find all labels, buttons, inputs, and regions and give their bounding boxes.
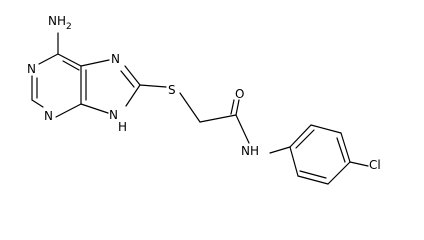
- bond-c6-c5-double: [62, 60, 80, 71]
- bond-ar5-ar6: [297, 175, 329, 185]
- bond-ar3-ar4: [340, 132, 351, 163]
- bond-c6-n1: [38, 53, 59, 65]
- bond-n7-c8-double: [120, 70, 135, 88]
- bond-ar3-ar4-double: [336, 137, 346, 163]
- bond-ar2-ar3: [310, 124, 342, 134]
- bond-s-ch2: [179, 92, 201, 123]
- atom-labels: NH2 N N N N H S O NH Cl: [27, 14, 381, 172]
- bond-n9-c4: [80, 103, 109, 114]
- atom-label-n1: N: [27, 62, 36, 76]
- atom-label-nh2-main: NH: [48, 14, 66, 28]
- bond-lines: [31, 32, 369, 185]
- bond-c8-n9: [125, 84, 141, 107]
- bond-nh-aryl: [269, 146, 291, 154]
- bond-ar5-ar6-double: [299, 170, 327, 179]
- atom-label-nh: NH: [241, 144, 259, 158]
- bond-c2-n3: [31, 99, 44, 108]
- atom-label-cl: Cl: [369, 158, 381, 172]
- bond-carbonyl-nh: [235, 114, 250, 144]
- bond-ch2-carbonyl: [199, 114, 237, 123]
- atom-label-nh2: NH2: [48, 14, 72, 32]
- atom-label-n7: N: [111, 52, 120, 66]
- atom-label-o: O: [235, 87, 244, 101]
- bond-c5-n7: [80, 59, 110, 67]
- bond-ar1-ar2-double: [295, 129, 315, 149]
- bond-ar4-cl: [349, 161, 369, 167]
- bond-c6-c5: [57, 53, 82, 67]
- bond-c8-s: [139, 84, 167, 88]
- bond-ar4-ar5: [327, 161, 351, 185]
- bond-carbonyl-o-double: [230, 99, 235, 115]
- bond-ar1-ar2: [289, 124, 312, 148]
- bond-ar6-ar1: [289, 146, 299, 177]
- atom-label-s: S: [168, 83, 176, 97]
- atom-label-n9h-h: H: [118, 120, 127, 134]
- atom-label-n3: N: [44, 109, 53, 123]
- molecule-structure: NH2 N N N N H S O NH Cl: [27, 14, 381, 185]
- bond-carbonyl-o: [235, 99, 240, 116]
- bond-n7-c8: [124, 65, 141, 86]
- atom-label-nh2-subscript: 2: [66, 22, 72, 32]
- bond-n3-c4: [55, 103, 82, 118]
- atom-label-n9h: N: [109, 108, 118, 122]
